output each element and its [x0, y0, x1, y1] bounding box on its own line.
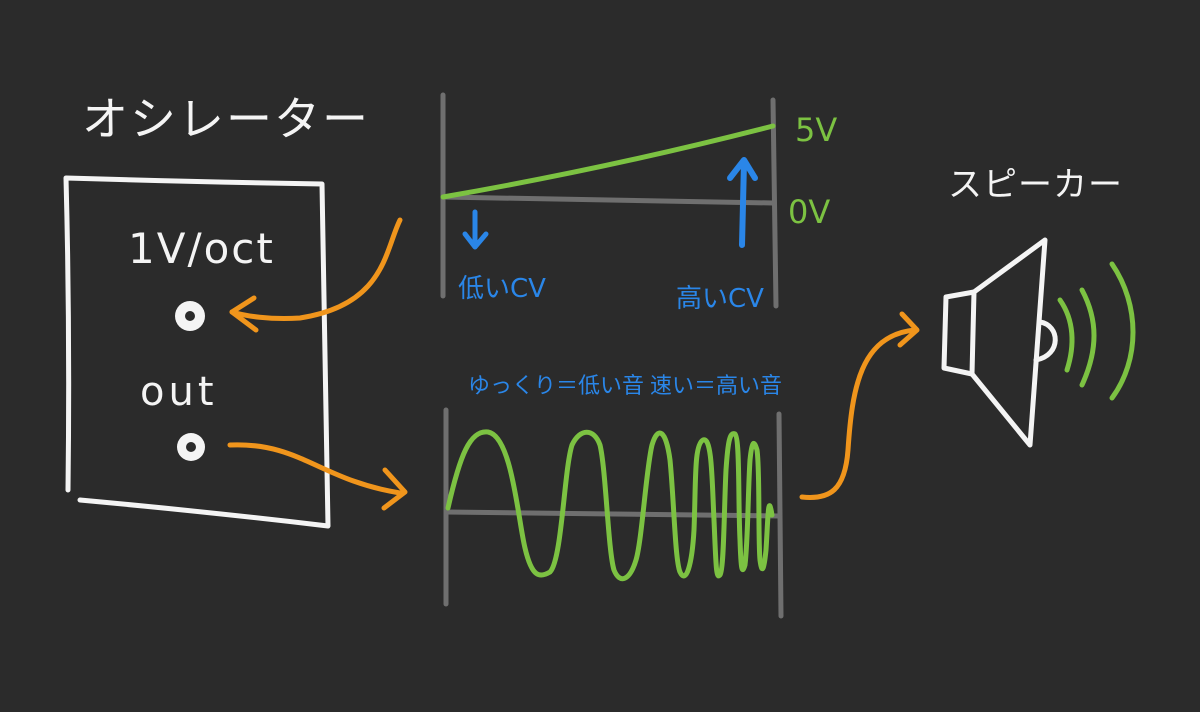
cv-cable-arrowhead: [229, 295, 259, 333]
output-port-label: out: [140, 369, 218, 415]
low-voltage-label: 0V: [788, 193, 831, 231]
high-cv-label: 高いCV: [676, 284, 764, 314]
input-port-label: 1V/oct: [128, 224, 275, 273]
cv-cable: [229, 217, 403, 322]
speaker-icon: [941, 237, 1058, 448]
slow-wave-label: ゆっくり＝低い音: [468, 374, 645, 399]
sound-waves: [1057, 261, 1136, 401]
fast-wave-label: 速い＝高い音: [650, 374, 783, 399]
waveform-graph: [443, 407, 784, 619]
cv-graph: [440, 92, 779, 309]
speaker-cable: [799, 327, 918, 500]
oscillator-box: [63, 175, 331, 529]
output-cable: [227, 442, 403, 496]
speaker-cable-arrowhead: [897, 311, 920, 348]
output-cable-arrowhead: [381, 467, 408, 511]
high-voltage-label: 5V: [795, 111, 838, 149]
cv-line: [440, 123, 776, 200]
low-cv-label: 低いCV: [458, 274, 546, 304]
speaker-title: スピーカー: [948, 165, 1123, 205]
output-jack-icon[interactable]: [177, 433, 205, 461]
down-arrow-icon: [462, 209, 489, 250]
up-arrow-icon: [727, 157, 758, 248]
waveform: [445, 429, 775, 582]
oscillator-title: オシレーター: [82, 92, 370, 146]
input-jack-icon[interactable]: [175, 301, 205, 331]
